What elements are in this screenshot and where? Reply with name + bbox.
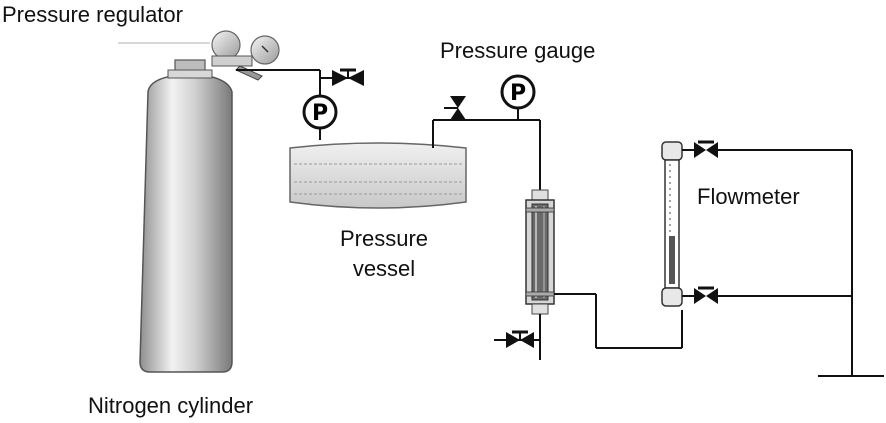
pressure-gauge-label: Pressure gauge xyxy=(440,38,596,63)
flowmeter-top-valve-icon xyxy=(682,140,730,158)
drain-valve-icon xyxy=(494,330,540,348)
nitrogen-cylinder xyxy=(139,59,233,373)
pressure-regulator xyxy=(118,30,300,81)
vessel-pressure-gauge-icon: P xyxy=(500,74,536,110)
flowmeter-bottom-valve-icon xyxy=(682,286,730,304)
column-to-flowmeter-pipe xyxy=(554,293,683,349)
nitrogen-cylinder-label: Nitrogen cylinder xyxy=(88,393,254,418)
pressure-vessel-label-line1: Pressure xyxy=(339,226,429,251)
gauge-symbol-p: P xyxy=(510,81,526,106)
vessel-valve-icon xyxy=(444,96,466,120)
gauge-symbol-p: P xyxy=(312,101,328,126)
pressure-vessel-label-line2: vessel xyxy=(352,256,416,281)
flowmeter-label: Flowmeter xyxy=(697,184,800,209)
pressure-vessel-label: Pressure vessel xyxy=(318,224,450,284)
pressure-vessel xyxy=(289,142,467,209)
cylinder-pressure-gauge-icon: P xyxy=(302,94,338,130)
vent-pipe xyxy=(730,149,884,377)
pressure-regulator-label: Pressure regulator xyxy=(2,2,183,27)
test-column xyxy=(525,189,555,360)
flowmeter xyxy=(661,141,683,307)
regulator-valve-icon xyxy=(332,68,364,86)
